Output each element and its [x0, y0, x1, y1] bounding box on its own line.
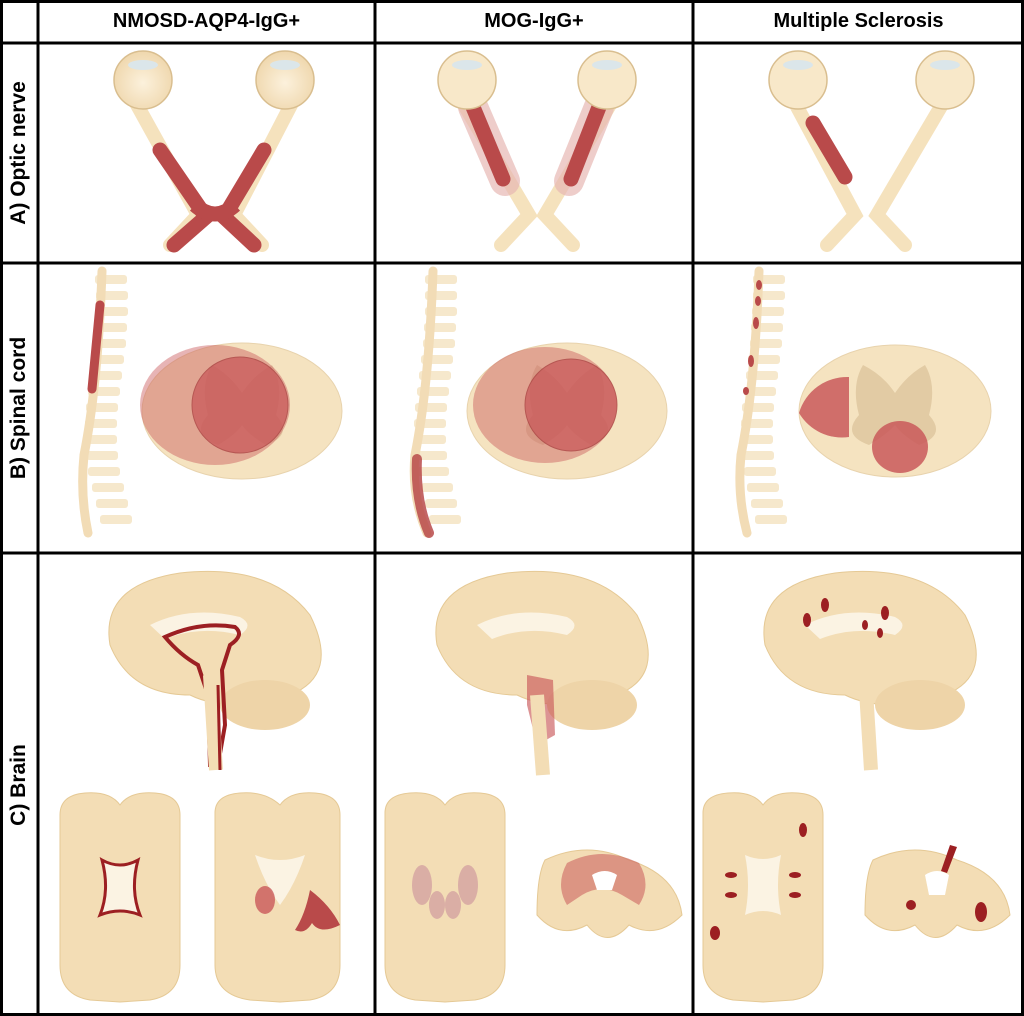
lesion-conus	[411, 454, 434, 538]
right-eye	[915, 50, 975, 110]
lesions-deep-gray	[412, 865, 478, 919]
optic-nerve-shape	[129, 96, 299, 252]
optic-nerve-ms-illustration	[768, 50, 975, 252]
row-label-spinal-cord: B) Spinal cord	[0, 263, 38, 553]
row-label-optic-nerve-text: A) Optic nerve	[7, 81, 31, 225]
lesions-white-matter	[710, 823, 807, 940]
brain-mog-illustration	[384, 570, 683, 1003]
spinal-cord-nmosd-illustration	[78, 266, 343, 538]
row-label-optic-nerve: A) Optic nerve	[0, 43, 38, 263]
column-header-mog: MOG-IgG+	[484, 9, 584, 32]
cerebellum	[220, 680, 310, 730]
row-label-spinal-cord-text: B) Spinal cord	[7, 336, 31, 480]
left-eye	[768, 50, 828, 110]
left-eye	[437, 50, 497, 110]
brain-sagittal	[763, 570, 977, 709]
lesion-short-unilateral	[805, 115, 853, 185]
lesion-axial	[295, 890, 340, 932]
lesion-posterior	[872, 421, 928, 473]
spinal-cord-ms-illustration	[735, 266, 992, 538]
lesion-anterior-bilateral	[465, 99, 607, 187]
lesions-brainstem	[906, 845, 987, 922]
lesions-periventricular	[803, 598, 889, 638]
lesions-short-multifocal	[743, 280, 762, 395]
lesion-longitudinal	[87, 300, 105, 394]
row-label-brain-text: C) Brain	[7, 743, 30, 826]
brain-sagittal	[108, 570, 322, 709]
lesion-ventricle-outline	[97, 856, 143, 918]
column-header-nmosd: NMOSD-AQP4-IgG+	[112, 9, 301, 32]
row-label-brain: C) Brain	[0, 553, 38, 1016]
spinal-cord-mog-illustration	[409, 266, 668, 538]
brain-ms-illustration	[702, 570, 1011, 1003]
optic-nerve-mog-illustration	[437, 50, 637, 252]
lesion-lateral	[799, 376, 849, 438]
lesion-periependymal	[161, 623, 241, 767]
left-eye	[113, 50, 173, 110]
optic-nerve-nmosd-illustration	[113, 50, 315, 253]
brain-nmosd-illustration	[59, 570, 341, 1003]
right-eye	[255, 50, 315, 110]
lesion-central	[191, 356, 289, 454]
lesion-central	[524, 358, 618, 452]
brain-sagittal	[435, 570, 649, 709]
column-header-ms: Multiple Sclerosis	[773, 9, 944, 32]
right-eye	[577, 50, 637, 110]
